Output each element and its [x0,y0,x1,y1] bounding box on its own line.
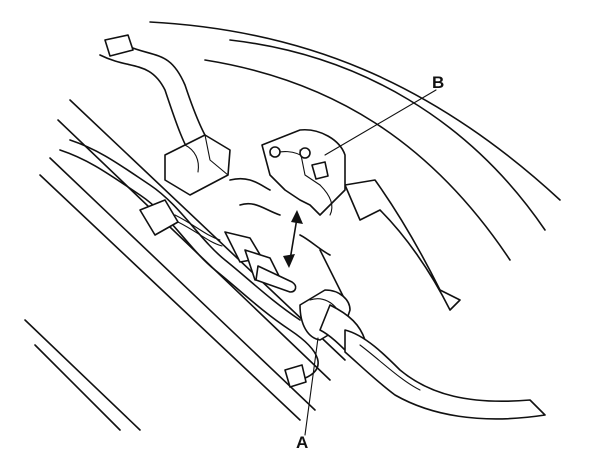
callout-label-a: A [296,433,308,452]
install-direction-arrow [283,210,303,268]
leader-b [324,89,437,156]
right-bracket [344,179,461,311]
callout-label-b: B [432,73,444,92]
quick-connector-part-a [299,289,546,420]
harness-clip-top [104,34,134,57]
wire-connector-small [174,214,297,293]
retainer-clip-part-b [261,129,346,216]
clamp-bracket-upper [164,134,231,196]
harness-clip-bottom [284,364,307,388]
leader-a [304,337,319,436]
body-panel-outline [149,21,561,261]
callout-leaders [304,89,437,436]
